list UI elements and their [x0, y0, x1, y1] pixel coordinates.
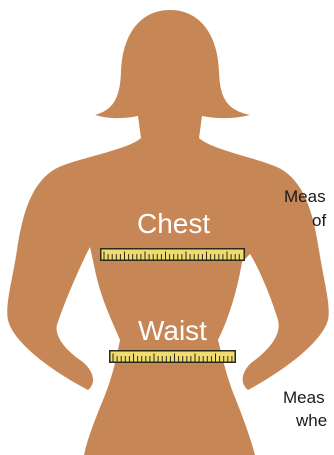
waist-measuring-tape-icon — [109, 350, 236, 363]
waist-instruction-line-1: Meas — [283, 389, 325, 406]
chest-instruction-line-2: of — [312, 212, 326, 229]
waist-instruction-line-2: whe — [296, 412, 327, 429]
waist-label: Waist — [138, 317, 207, 345]
chest-label: Chest — [137, 210, 210, 238]
chest-measuring-tape-icon — [100, 248, 245, 261]
chest-instruction-line-1: Meas — [284, 188, 326, 205]
tape-body — [110, 351, 236, 363]
